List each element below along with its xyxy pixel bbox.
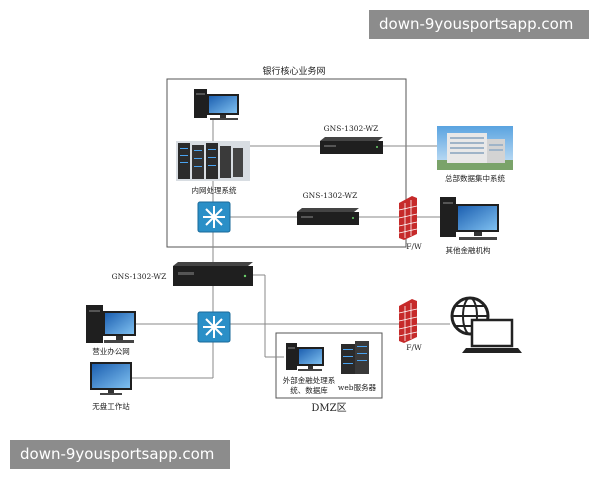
watermark-top: down-9yousportsapp.com: [369, 10, 589, 39]
router-middle: [297, 208, 359, 225]
router-icon: [297, 208, 359, 225]
dmz-title: DMZ区: [311, 402, 346, 414]
desktop-computer-icon: [440, 197, 499, 240]
other-institution-label: 其他金融机构: [446, 245, 491, 255]
hq-building-image: [437, 126, 513, 170]
connection-lines: [132, 120, 450, 379]
intranet-server-room: [176, 141, 250, 181]
router-icon: [320, 137, 383, 154]
firewall-bottom-label: F/W: [406, 343, 422, 352]
edge-switch: [197, 311, 231, 343]
dmz-desktop-computer: [286, 343, 324, 371]
intranet-system-label: 内网处理系统: [192, 185, 237, 195]
web-server-label: web服务器: [338, 382, 377, 392]
router-edge-label: GNS-1302-WZ: [112, 272, 167, 281]
router-top: [320, 137, 383, 154]
dmz-system-label-line1: 外部金融处理系: [283, 375, 336, 385]
firewall-icon: [398, 299, 418, 343]
office-computer: [86, 305, 136, 343]
firewall-bottom: [398, 299, 418, 343]
core-desktop-computer: [194, 89, 239, 120]
network-switch-icon: [197, 311, 231, 343]
router-top-label: GNS-1302-WZ: [324, 124, 379, 133]
router-middle-label: GNS-1302-WZ: [303, 191, 358, 200]
dmz-system-label-line2: 统、数据库: [290, 385, 328, 395]
desktop-computer-icon: [194, 89, 239, 120]
core-network-title: 银行核心业务网: [262, 65, 325, 77]
router-edge: [173, 262, 253, 286]
firewall-top: [398, 196, 418, 240]
desktop-computer-icon: [286, 343, 324, 371]
desktop-computer-icon: [86, 305, 136, 343]
dmz-zone: [275, 332, 383, 399]
other-institution-computer: [440, 197, 499, 240]
router-icon: [173, 262, 253, 286]
hq-system-label: 总部数据集中系统: [445, 173, 505, 183]
dmz-web-server: [341, 341, 369, 374]
core-network-zone: [166, 78, 407, 248]
internet-access: [450, 296, 522, 353]
laptop-icon: [462, 318, 522, 353]
diskless-workstation: [90, 362, 132, 395]
network-switch-icon: [197, 201, 231, 233]
core-switch: [197, 201, 231, 233]
firewall-top-label: F/W: [406, 242, 422, 251]
office-network-label: 营业办公网: [92, 346, 130, 356]
server-tower-icon: [341, 341, 369, 374]
diskless-workstation-label: 无盘工作站: [92, 401, 130, 411]
monitor-icon: [90, 362, 132, 395]
firewall-icon: [398, 196, 418, 240]
watermark-bottom: down-9yousportsapp.com: [10, 440, 230, 469]
